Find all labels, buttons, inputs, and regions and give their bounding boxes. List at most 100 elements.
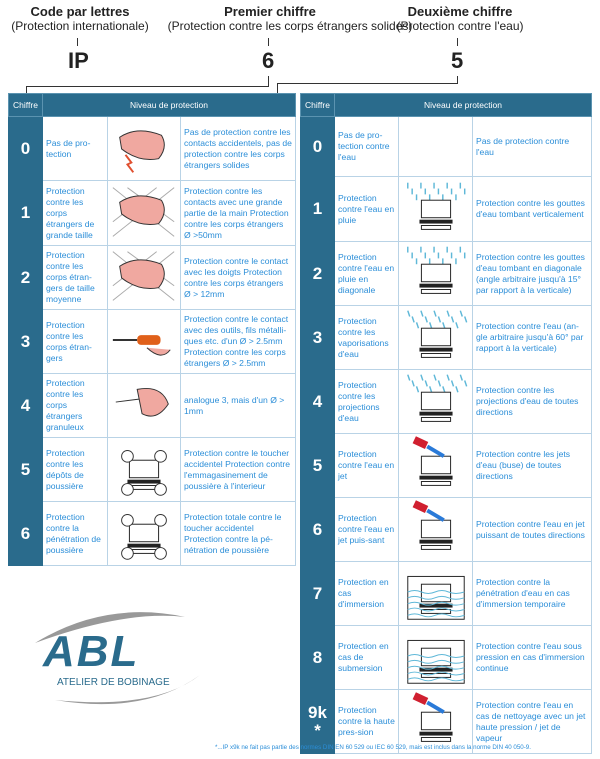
immersion-box-icon (398, 561, 473, 626)
screwdriver-icon (107, 309, 181, 374)
description: Protection contre l'eau (an-gle arbitrai… (472, 305, 592, 370)
col-header-level: Niveau de protection (334, 93, 592, 117)
connector-line (457, 76, 458, 84)
code-subtitle: (Protection internationale) (11, 19, 149, 33)
code-value: IP (68, 48, 89, 73)
connector-line (268, 76, 269, 87)
short-description: Protection contre les vaporisations d'ea… (334, 305, 399, 370)
description: Protection contre l'eau en jet puissant … (472, 497, 592, 562)
second-title: Deuxième chiffre (407, 4, 513, 19)
digit: 1 (300, 176, 335, 242)
description: Protection contre le contact avec les do… (180, 245, 296, 310)
description: Protection contre les gouttes d'eau tomb… (472, 241, 592, 306)
digit: 4 (8, 373, 43, 438)
description: Protection contre les projections d'eau … (472, 369, 592, 434)
description: Protection contre les gouttes d'eau tomb… (472, 176, 592, 242)
table-row: 9k * Protection contre la haute pres-sio… (300, 689, 592, 754)
short-description: Protection contre les corps étrangers gr… (42, 373, 108, 438)
digit: 2 (300, 241, 335, 306)
digit: 1 (8, 180, 43, 246)
logo-swoosh-icon (35, 612, 200, 705)
description: Pas de protection contre les contacts ac… (180, 116, 296, 181)
col-header-digit: Chiffre (8, 93, 43, 117)
hand-grid-icon (107, 180, 181, 246)
table-row: 0 Pas de pro-tection contre l'eau Pas de… (300, 116, 592, 177)
first-value: 6 (262, 48, 275, 73)
submersion-box-icon (398, 625, 473, 690)
second-header: Deuxième chiffre (Protection contre l'ea… (395, 4, 525, 33)
logo-letters: ABL (43, 627, 140, 676)
table-row: 7 Protection en cas d'immersion Protecti… (300, 561, 592, 626)
jet-box-icon (398, 497, 473, 562)
col-header-digit: Chiffre (300, 93, 335, 117)
digit: 0 (300, 116, 335, 177)
description: analogue 3, mais d'un Ø > 1mm (180, 373, 296, 438)
divider (457, 38, 458, 46)
col-header-level: Niveau de protection (42, 93, 296, 117)
divider (268, 38, 269, 46)
digit: 5 (300, 433, 335, 498)
high-pressure-icon (398, 689, 473, 754)
short-description: Protection contre l'eau en pluie en diag… (334, 241, 399, 306)
short-description: Protection contre l'eau en pluie (334, 176, 399, 242)
table-row: 3 Protection contre les vaporisations d'… (300, 305, 592, 370)
short-description: Protection contre les corps étran-gers (42, 309, 108, 374)
jet-box-icon (398, 433, 473, 498)
hand-electric-icon (107, 116, 181, 181)
connector-line (26, 86, 269, 87)
rain-box-icon (398, 241, 473, 306)
table-row: 4 Protection contre les corps étrangers … (8, 373, 296, 438)
connector-line (26, 86, 27, 94)
short-description: Protection contre l'eau en jet (334, 433, 399, 498)
digit: 2 (8, 245, 43, 310)
digit: 6 (8, 501, 43, 566)
short-description: Protection contre les dépôts de poussièr… (42, 437, 108, 502)
description: Pas de protection contre l'eau (472, 116, 592, 177)
spray-box-icon (398, 305, 473, 370)
second-subtitle: (Protection contre l'eau) (396, 19, 524, 33)
hand-wire-icon (107, 373, 181, 438)
table-row: 1 Protection contre l'eau en pluie Prote… (300, 176, 592, 242)
table-row: 4 Protection contre les projections d'ea… (300, 369, 592, 434)
digit: 3 (8, 309, 43, 374)
digit: 6 (300, 497, 335, 562)
digit: 7 (300, 561, 335, 626)
divider (77, 38, 78, 46)
digit: 4 (300, 369, 335, 434)
short-description: Pas de pro-tection contre l'eau (334, 116, 399, 177)
code-header: Code par lettres (Protection internation… (0, 4, 160, 33)
short-description: Protection en cas de submersion (334, 625, 399, 690)
description: Protection totale contre le toucher acci… (180, 501, 296, 566)
table-row: 2 Protection contre l'eau en pluie en di… (300, 241, 592, 306)
rain-box-icon (398, 176, 473, 242)
splash-box-icon (398, 369, 473, 434)
description: Protection contre l'eau en cas de nettoy… (472, 689, 592, 754)
dust-box-icon (107, 437, 181, 502)
digit: 8 (300, 625, 335, 690)
description: Protection contre le toucher accidentel … (180, 437, 296, 502)
solid-protection-table: Chiffre Niveau de protection 0 Pas de pr… (8, 93, 296, 566)
table-row: 8 Protection en cas de submersion Protec… (300, 625, 592, 690)
table-row: 5 Protection contre les dépôts de poussi… (8, 437, 296, 502)
footnote: *...IP x9k ne fait pas partie des normes… (215, 744, 531, 751)
empty-illustration (398, 116, 473, 177)
description: Protection contre les contacts avec une … (180, 180, 296, 246)
digit: 9k * (300, 689, 335, 754)
first-title: Premier chiffre (224, 4, 316, 19)
short-description: Protection contre les projections d'eau (334, 369, 399, 434)
description: Protection contre l'eau sous pression en… (472, 625, 592, 690)
description: Protection contre les jets d'eau (buse) … (472, 433, 592, 498)
table-row: 6 Protection contre l'eau en jet puis-sa… (300, 497, 592, 562)
digit: 5 (8, 437, 43, 502)
short-description: Protection en cas d'immersion (334, 561, 399, 626)
second-value: 5 (451, 48, 464, 73)
digit: 3 (300, 305, 335, 370)
first-header: Premier chiffre (Protection contre les c… (168, 4, 413, 33)
description: Protection contre le contact avec des ou… (180, 309, 296, 374)
table-row: 3 Protection contre les corps étran-gers… (8, 309, 296, 374)
short-description: Protection contre les corps étrangers de… (42, 180, 108, 246)
code-title: Code par lettres (30, 4, 130, 19)
logo-tagline: ATELIER DE BOBINAGE (57, 677, 170, 688)
table-row: 0 Pas de pro-tection Pas de protection c… (8, 116, 296, 181)
